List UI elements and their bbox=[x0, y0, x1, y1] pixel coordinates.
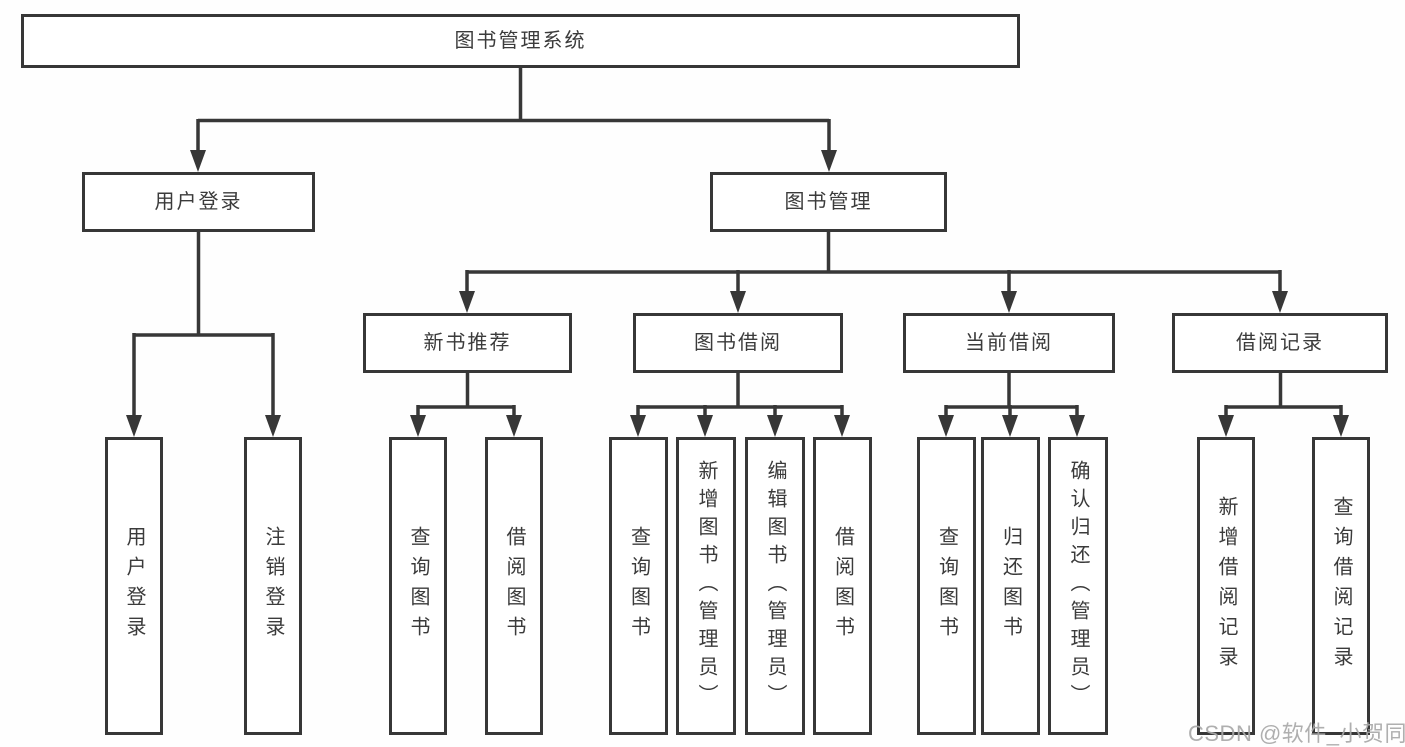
leaf-logout-label: 注销登录 bbox=[262, 526, 284, 646]
leaf-edit-books-admin-label: 编辑图书（管理员） bbox=[764, 460, 786, 712]
node-current-borrowing: 当前借阅 bbox=[903, 313, 1115, 373]
node-root-label: 图书管理系统 bbox=[454, 30, 587, 52]
leaf-add-books-admin-label: 新增图书（管理员） bbox=[695, 460, 717, 712]
leaf-query-books-borrowing-label: 查询图书 bbox=[627, 526, 650, 646]
leaf-confirm-return-admin: 确认归还（管理员） bbox=[1048, 437, 1108, 735]
leaf-confirm-return-admin-label: 确认归还（管理员） bbox=[1067, 460, 1089, 712]
leaf-return-books: 归还图书 bbox=[981, 437, 1040, 735]
node-user-login: 用户登录 bbox=[82, 172, 315, 232]
node-book-management: 图书管理 bbox=[710, 172, 947, 232]
leaf-borrow-books-recommend: 借阅图书 bbox=[485, 437, 543, 735]
leaf-user-login: 用户登录 bbox=[105, 437, 163, 735]
leaf-query-books-current-label: 查询图书 bbox=[935, 526, 958, 646]
node-book-borrowing: 图书借阅 bbox=[633, 313, 843, 373]
leaf-query-borrow-record: 查询借阅记录 bbox=[1312, 437, 1370, 735]
leaf-add-books-admin: 新增图书（管理员） bbox=[676, 437, 736, 735]
leaf-user-login-label: 用户登录 bbox=[123, 526, 145, 646]
node-book-management-label: 图书管理 bbox=[784, 191, 873, 213]
connector-stems bbox=[132, 68, 1343, 419]
leaf-borrow-books-recommend-label: 借阅图书 bbox=[503, 526, 525, 646]
leaf-logout: 注销登录 bbox=[244, 437, 302, 735]
leaf-query-books-current: 查询图书 bbox=[917, 437, 976, 735]
leaf-query-books-recommend-label: 查询图书 bbox=[407, 526, 429, 646]
node-borrowing-records-label: 借阅记录 bbox=[1236, 332, 1324, 354]
node-new-book-recommend: 新书推荐 bbox=[363, 313, 572, 373]
leaf-query-books-borrowing: 查询图书 bbox=[609, 437, 668, 735]
leaf-query-books-recommend: 查询图书 bbox=[389, 437, 447, 735]
node-current-borrowing-label: 当前借阅 bbox=[965, 332, 1053, 354]
leaf-return-books-label: 归还图书 bbox=[999, 526, 1022, 646]
node-user-login-label: 用户登录 bbox=[154, 191, 243, 213]
leaf-edit-books-admin: 编辑图书（管理员） bbox=[745, 437, 805, 735]
csdn-watermark: CSDN @软件_小贺同学 bbox=[1188, 721, 1405, 746]
node-new-book-recommend-label: 新书推荐 bbox=[423, 332, 512, 354]
leaf-query-borrow-record-label: 查询借阅记录 bbox=[1330, 496, 1352, 676]
leaf-add-borrow-record: 新增借阅记录 bbox=[1197, 437, 1255, 735]
leaf-borrow-books-borrowing-label: 借阅图书 bbox=[831, 526, 854, 646]
node-root-system: 图书管理系统 bbox=[21, 14, 1020, 68]
leaf-borrow-books-borrowing: 借阅图书 bbox=[813, 437, 872, 735]
arrowhead-icons bbox=[126, 150, 1349, 437]
node-book-borrowing-label: 图书借阅 bbox=[694, 332, 782, 354]
leaf-add-borrow-record-label: 新增借阅记录 bbox=[1215, 496, 1237, 676]
node-borrowing-records: 借阅记录 bbox=[1172, 313, 1388, 373]
